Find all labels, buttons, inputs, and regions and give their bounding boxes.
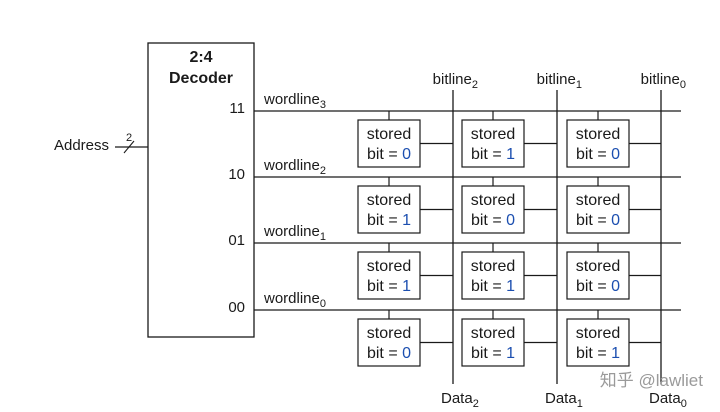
wordline-label-1: wordline1 (263, 223, 326, 243)
cell-box (357, 251, 421, 300)
address-bus-slash (123, 140, 135, 154)
cell-bit-label: bit = 0 (367, 345, 411, 362)
cell-bit-value: 0 (506, 212, 515, 229)
cell-bit-label: bit = 0 (367, 146, 411, 163)
cell-bit-label: bit = 1 (367, 278, 411, 295)
memory-cell-r1-c0: stored bit = 1 (357, 177, 453, 234)
cell-stored-label: stored (471, 325, 515, 342)
decoder-output-01: 01 (228, 232, 245, 249)
memory-cell-r2-c0: stored bit = 1 (357, 243, 453, 300)
decoder-title-ratio: 2:4 (189, 49, 212, 66)
data-output-label-2: Data2 (441, 390, 479, 410)
cell-box (566, 119, 630, 168)
cell-bit-label: bit = 1 (367, 212, 411, 229)
memory-cell-r3-c2: stored bit = 1 (566, 310, 661, 367)
cell-bit-label: bit = 1 (576, 345, 620, 362)
cell-stored-label: stored (576, 126, 620, 143)
cell-bit-label: bit = 0 (576, 278, 620, 295)
decoder-output-00: 00 (228, 299, 245, 316)
cell-stored-label: stored (471, 192, 515, 209)
cell-bit-value: 0 (402, 345, 411, 362)
cell-bit-value: 1 (402, 278, 411, 295)
cell-stored-label: stored (367, 126, 411, 143)
cell-box (566, 318, 630, 367)
cell-bit-label: bit = 0 (576, 212, 620, 229)
cell-bit-label: bit = 0 (471, 212, 515, 229)
cell-bit-value: 0 (402, 146, 411, 163)
cell-bit-value: 0 (611, 146, 620, 163)
bitline-label-2: bitline2 (433, 71, 478, 91)
cell-stored-label: stored (576, 258, 620, 275)
cell-bit-value: 1 (611, 345, 620, 362)
cell-stored-label: stored (367, 192, 411, 209)
cell-box (461, 251, 525, 300)
cell-stored-label: stored (471, 126, 515, 143)
address-label: Address (54, 137, 109, 154)
data-output-label-1: Data1 (545, 390, 583, 410)
cell-bit-value: 1 (506, 278, 515, 295)
cell-stored-label: stored (367, 325, 411, 342)
bitline-label-1: bitline1 (537, 71, 582, 91)
cell-box (566, 185, 630, 234)
bitline-label-0: bitline0 (641, 71, 686, 91)
wordline-label-2: wordline2 (263, 157, 326, 177)
cell-stored-label: stored (576, 192, 620, 209)
cell-box (357, 318, 421, 367)
cell-bit-value: 0 (611, 278, 620, 295)
memory-cell-r1-c2: stored bit = 0 (566, 177, 661, 234)
cell-bit-label: bit = 1 (471, 278, 515, 295)
watermark-text: 知乎 @lawliet (600, 371, 703, 390)
memory-cell-r2-c2: stored bit = 0 (566, 243, 661, 300)
cell-bit-value: 1 (402, 212, 411, 229)
decoder-title-label: Decoder (169, 70, 233, 87)
memory-cell-r3-c0: stored bit = 0 (357, 310, 453, 367)
decoder-output-10: 10 (228, 166, 245, 183)
decoder-output-11: 11 (229, 100, 245, 117)
decoder-box (147, 42, 255, 338)
cell-stored-label: stored (576, 325, 620, 342)
cell-bit-label: bit = 0 (576, 146, 620, 163)
cell-stored-label: stored (367, 258, 411, 275)
cell-bit-value: 1 (506, 345, 515, 362)
wordline-label-0: wordline0 (263, 290, 326, 310)
address-bus-width: 2 (126, 132, 132, 144)
cell-bit-label: bit = 1 (471, 345, 515, 362)
memory-cell-r1-c1: stored bit = 0 (461, 177, 557, 234)
memory-cell-r2-c1: stored bit = 1 (461, 243, 557, 300)
cell-stored-label: stored (471, 258, 515, 275)
memory-cell-r0-c1: stored bit = 1 (461, 111, 557, 168)
cell-bit-value: 0 (611, 212, 620, 229)
wordline-label-3: wordline3 (263, 91, 326, 111)
cell-bit-value: 1 (506, 146, 515, 163)
cell-box (461, 119, 525, 168)
memory-cell-r0-c2: stored bit = 0 (566, 111, 661, 168)
cell-bit-label: bit = 1 (471, 146, 515, 163)
memory-cell-r3-c1: stored bit = 1 (461, 310, 557, 367)
memory-cell-r0-c0: stored bit = 0 (357, 111, 453, 168)
data-output-label-0: Data0 (649, 390, 687, 410)
